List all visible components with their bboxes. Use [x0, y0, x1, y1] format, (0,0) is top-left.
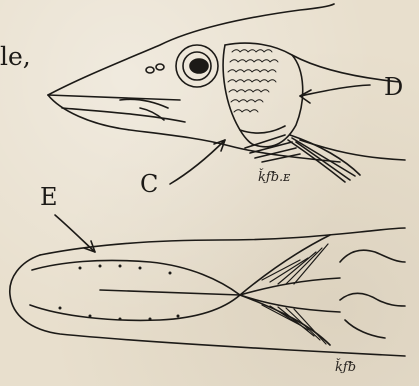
signature-top: ǩƒƀ.ᴇ [258, 170, 290, 185]
cheek-scales [228, 50, 278, 112]
fish-head-drawing [48, 4, 405, 182]
arrow-e [55, 215, 95, 252]
arrow-c [170, 140, 225, 184]
label-c: C [140, 170, 158, 198]
signature-bottom: ǩƒƀ [335, 360, 356, 375]
arrow-d [300, 85, 370, 103]
label-e: E [40, 183, 58, 211]
fish-underside-drawing [10, 228, 405, 356]
label-d: D [384, 73, 403, 101]
